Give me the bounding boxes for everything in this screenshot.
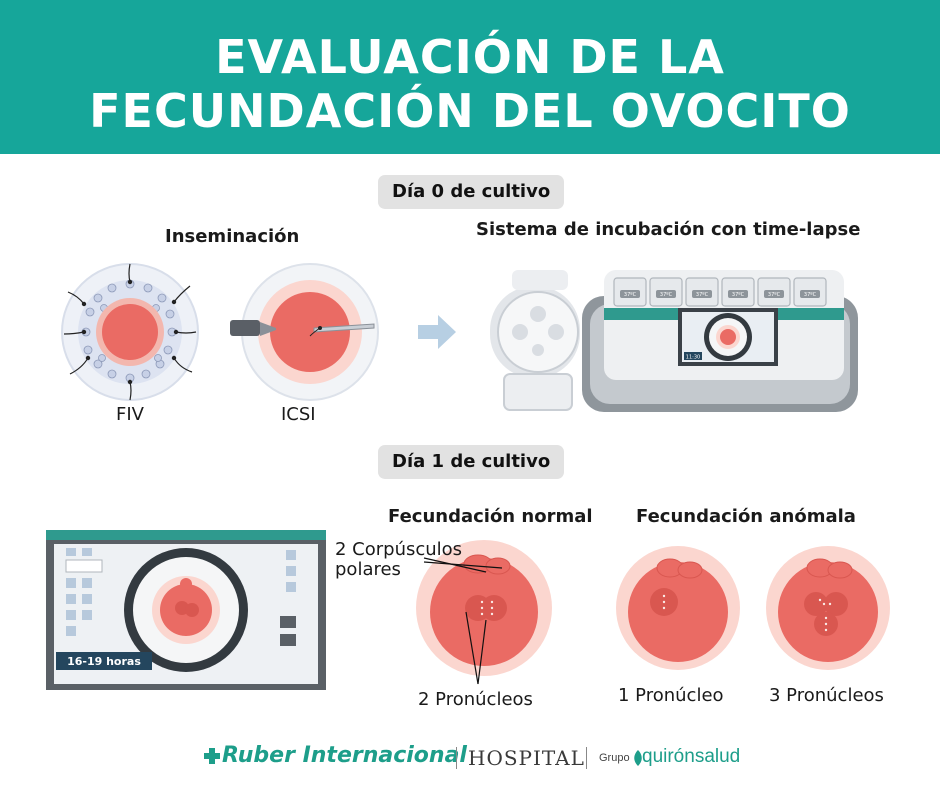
brand-hospital: HOSPITAL <box>468 746 585 770</box>
fiv-label: FIV <box>116 404 144 425</box>
brand-quironsalud: quirónsalud <box>642 746 741 767</box>
polar-bodies-label-2: polares <box>335 559 401 580</box>
day0-badge: Día 0 de cultivo <box>378 175 565 209</box>
chamber-temp-5: 37ºC <box>768 292 781 298</box>
three-pronuclei-label: 3 Pronúcleos <box>769 685 884 706</box>
chamber-temp-6: 37ºC <box>804 292 817 298</box>
icsi-illustration <box>230 263 379 401</box>
insemination-title: Inseminación <box>165 226 300 247</box>
one-pronucleus-label: 1 Pronúcleo <box>618 685 724 706</box>
fiv-illustration <box>61 263 199 401</box>
time-lapse-monitor: 16-19 horas <box>46 530 326 690</box>
two-pronuclei-label: 2 Pronúcleos <box>418 689 533 710</box>
incubator-title: Sistema de incubación con time-lapse <box>476 219 861 240</box>
zygote-1pn <box>616 546 740 670</box>
polar-bodies-label-1: 2 Corpúsculos <box>335 539 463 560</box>
chamber-temp-1: 37ºC <box>624 292 637 298</box>
brand-ruber: Ruber Internacional <box>222 743 467 768</box>
pointer-lines <box>423 557 503 685</box>
title-line-1: EVALUACIÓN DE LA <box>215 30 725 84</box>
time-lapse-incubator: 37ºC 37ºC 37ºC 37ºC 37ºC 37ºC 11:30 <box>490 270 858 412</box>
title-banner: EVALUACIÓN DE LA FECUNDACIÓN DEL OVOCITO <box>0 0 940 154</box>
zygote-3pn <box>766 546 890 670</box>
brand-group-prefix: Grupo <box>599 752 630 764</box>
chamber-temp-4: 37ºC <box>732 292 745 298</box>
day1-badge: Día 1 de cultivo <box>378 445 565 479</box>
cross-logo-icon <box>204 748 220 764</box>
chamber-temp-2: 37ºC <box>660 292 673 298</box>
normal-fertilization-title: Fecundación normal <box>388 506 593 527</box>
arrow-right-icon <box>418 315 456 349</box>
zygote-2pn <box>416 540 552 676</box>
footer-divider-1 <box>456 747 457 769</box>
footer-divider-2 <box>586 747 587 769</box>
footer-logos: Ruber Internacional HOSPITAL Grupo quiró… <box>0 738 940 778</box>
title-line-2: FECUNDACIÓN DEL OVOCITO <box>89 84 851 138</box>
incubator-screen-time: 11:30 <box>686 355 700 361</box>
icsi-label: ICSI <box>281 404 316 425</box>
quiron-logo-icon <box>634 750 642 766</box>
abnormal-fertilization-title: Fecundación anómala <box>636 506 856 527</box>
time-elapsed-label: 16-19 horas <box>67 655 141 668</box>
chamber-temp-3: 37ºC <box>696 292 709 298</box>
